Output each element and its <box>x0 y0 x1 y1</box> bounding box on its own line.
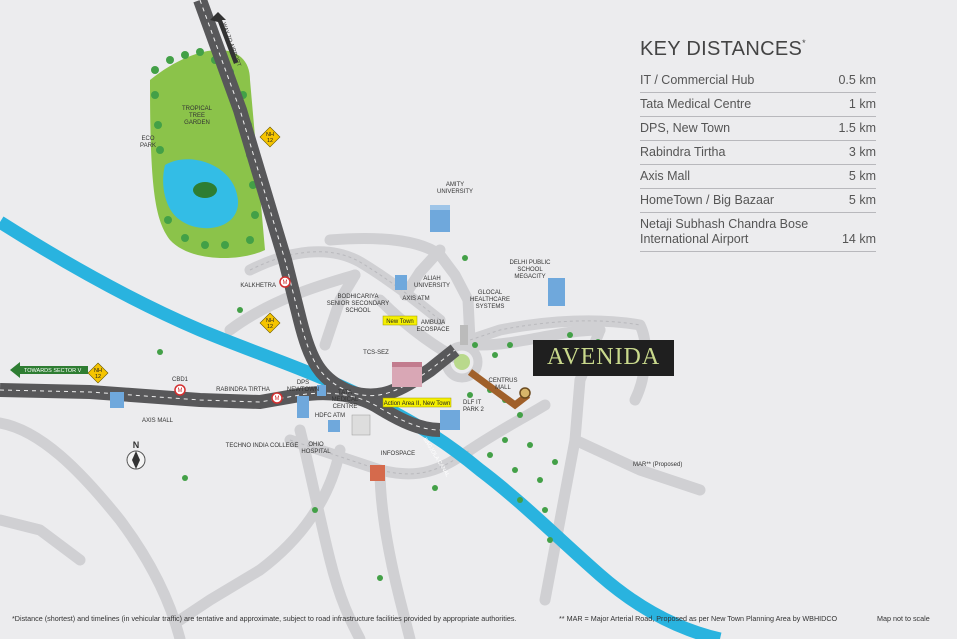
nh12-num-c: 12 <box>95 374 101 380</box>
ambuja-label-2: ECOSPACE <box>417 327 450 333</box>
nh12-num-a: 12 <box>267 138 273 144</box>
tata-label-1: TATA <box>338 390 352 396</box>
distance-row: Netaji Subhash Chandra Bose Internationa… <box>640 213 876 252</box>
nh12-num-b: 12 <box>267 324 273 330</box>
nh12-label-a: NH <box>266 132 274 138</box>
axis-mall-label: AXIS MALL <box>142 418 174 424</box>
distance-value: 1.5 km <box>838 121 876 135</box>
north-label: N <box>133 440 140 450</box>
amity-label-1: AMITY <box>446 182 464 188</box>
ohio-label-1: OHIO <box>308 442 324 448</box>
distance-value: 1 km <box>848 97 876 111</box>
nh12-label-c: NH <box>94 368 102 374</box>
eco-park-label-2: PARK <box>140 143 156 149</box>
footer-scale-note: Map not to scale <box>877 614 930 623</box>
distance-name: Netaji Subhash Chandra Bose Internationa… <box>640 217 809 246</box>
distance-row: Rabindra Tirtha 3 km <box>640 141 876 165</box>
distance-name: HomeTown / Big Bazaar <box>640 193 775 207</box>
key-distances-panel: KEY DISTANCES* IT / Commercial Hub 0.5 km… <box>640 38 876 252</box>
tropical-label-1: TROPICAL <box>182 106 213 112</box>
tcs-sez-label: TCS-SEZ <box>363 350 389 356</box>
towards-sector-label: TOWARDS SECTOR V <box>24 368 82 374</box>
buildings <box>110 205 565 481</box>
action-area-label: Action Area II, New Town <box>384 401 451 407</box>
towards-sector-arrow <box>10 362 88 378</box>
techno-label: TECHNO INDIA COLLEGE <box>226 443 299 449</box>
aliah-label-1: ALIAH <box>423 276 440 282</box>
avenida-logo-text: AVENIDA <box>547 344 661 370</box>
footer-mar-note: ** MAR = Major Arterial Road, Proposed a… <box>559 614 838 623</box>
centrus-label-1: CENTRUS <box>488 378 517 384</box>
axis-atm-label: AXIS ATM <box>402 296 429 302</box>
key-distances-title: KEY DISTANCES* <box>640 38 806 60</box>
tata-label-3: CENTRE <box>333 404 358 410</box>
eco-park-label-1: ECO <box>141 136 154 142</box>
dps-newtown-label-2: NEWTOWN <box>287 387 319 393</box>
bodhicariya-label-2: SENIOR SECONDARY <box>327 301 390 307</box>
tropical-label-2: TREE <box>189 113 205 119</box>
distance-value: 3 km <box>848 145 876 159</box>
distance-name: Rabindra Tirtha <box>640 145 726 159</box>
distance-row: Axis Mall 5 km <box>640 165 876 189</box>
dlf-label-2: PARK 2 <box>463 407 485 413</box>
metro-markers <box>174 276 291 404</box>
dps-newtown-label-1: DPS <box>297 380 309 386</box>
bodhicariya-label-3: SCHOOL <box>345 308 371 314</box>
amity-label-2: UNIVERSITY <box>437 189 473 195</box>
distance-value: 5 km <box>848 193 876 207</box>
avenida-logo: AVENIDA <box>533 340 674 376</box>
distance-value: 0.5 km <box>838 73 876 87</box>
key-distances-title-mark: * <box>802 38 806 48</box>
dps-megacity-label-1: DELHI PUBLIC <box>509 260 551 266</box>
distance-row: IT / Commercial Hub 0.5 km <box>640 69 876 93</box>
metro-label-a: M <box>283 280 288 286</box>
glocal-label-1: GLOCAL <box>478 290 503 296</box>
cbd1-label: CBD1 <box>172 377 189 383</box>
project-marker <box>519 387 531 399</box>
distance-name: Axis Mall <box>640 169 691 183</box>
dps-megacity-label-3: MEGACITY <box>514 274 545 280</box>
glocal-label-2: HEALTHCARE <box>470 297 510 303</box>
distance-name: Tata Medical Centre <box>640 97 752 111</box>
distance-row: HomeTown / Big Bazaar 5 km <box>640 189 876 213</box>
bodhicariya-label-1: BODHICARIYA <box>338 294 379 300</box>
secondary-roads <box>0 233 706 639</box>
distance-value: 14 km <box>841 232 876 246</box>
distance-value: 5 km <box>848 169 876 183</box>
metro-label-c: M <box>275 396 280 402</box>
dlf-label-1: DLF IT <box>463 400 482 406</box>
kalkhetra-label: KALKHETRA <box>240 283 276 289</box>
aliah-label-2: UNIVERSITY <box>414 283 450 289</box>
ambuja-label-1: AMBUJA <box>421 320 445 326</box>
centrus-label-2: MALL <box>495 385 511 391</box>
new-town-label: New Town <box>386 319 414 325</box>
distance-name: IT / Commercial Hub <box>640 73 755 87</box>
hdfc-atm-label: HDFC ATM <box>315 413 345 419</box>
dps-megacity-label-2: SCHOOL <box>517 267 543 273</box>
infospace-label: INFOSPACE <box>381 451 415 457</box>
tata-label-2: MEDICAL <box>332 397 359 403</box>
mar-label: MAR** (Proposed) <box>633 462 682 468</box>
glocal-label-3: SYSTEMS <box>476 304 505 310</box>
tropical-label-3: GARDEN <box>184 120 210 126</box>
nh12-label-b: NH <box>266 318 274 324</box>
distance-row: DPS, New Town 1.5 km <box>640 117 876 141</box>
metro-label-b: M <box>178 388 183 394</box>
north-compass <box>126 450 146 470</box>
rabindra-tirtha-label: RABINDRA TIRTHA <box>216 387 270 393</box>
ohio-label-2: HOSPITAL <box>301 449 331 455</box>
footer-disclaimer: *Distance (shortest) and timelines (in v… <box>12 614 517 623</box>
way-to-airport-arrow <box>210 12 238 64</box>
nh-shields <box>87 126 281 384</box>
distance-name: DPS, New Town <box>640 121 731 135</box>
distance-row: Tata Medical Centre 1 km <box>640 93 876 117</box>
